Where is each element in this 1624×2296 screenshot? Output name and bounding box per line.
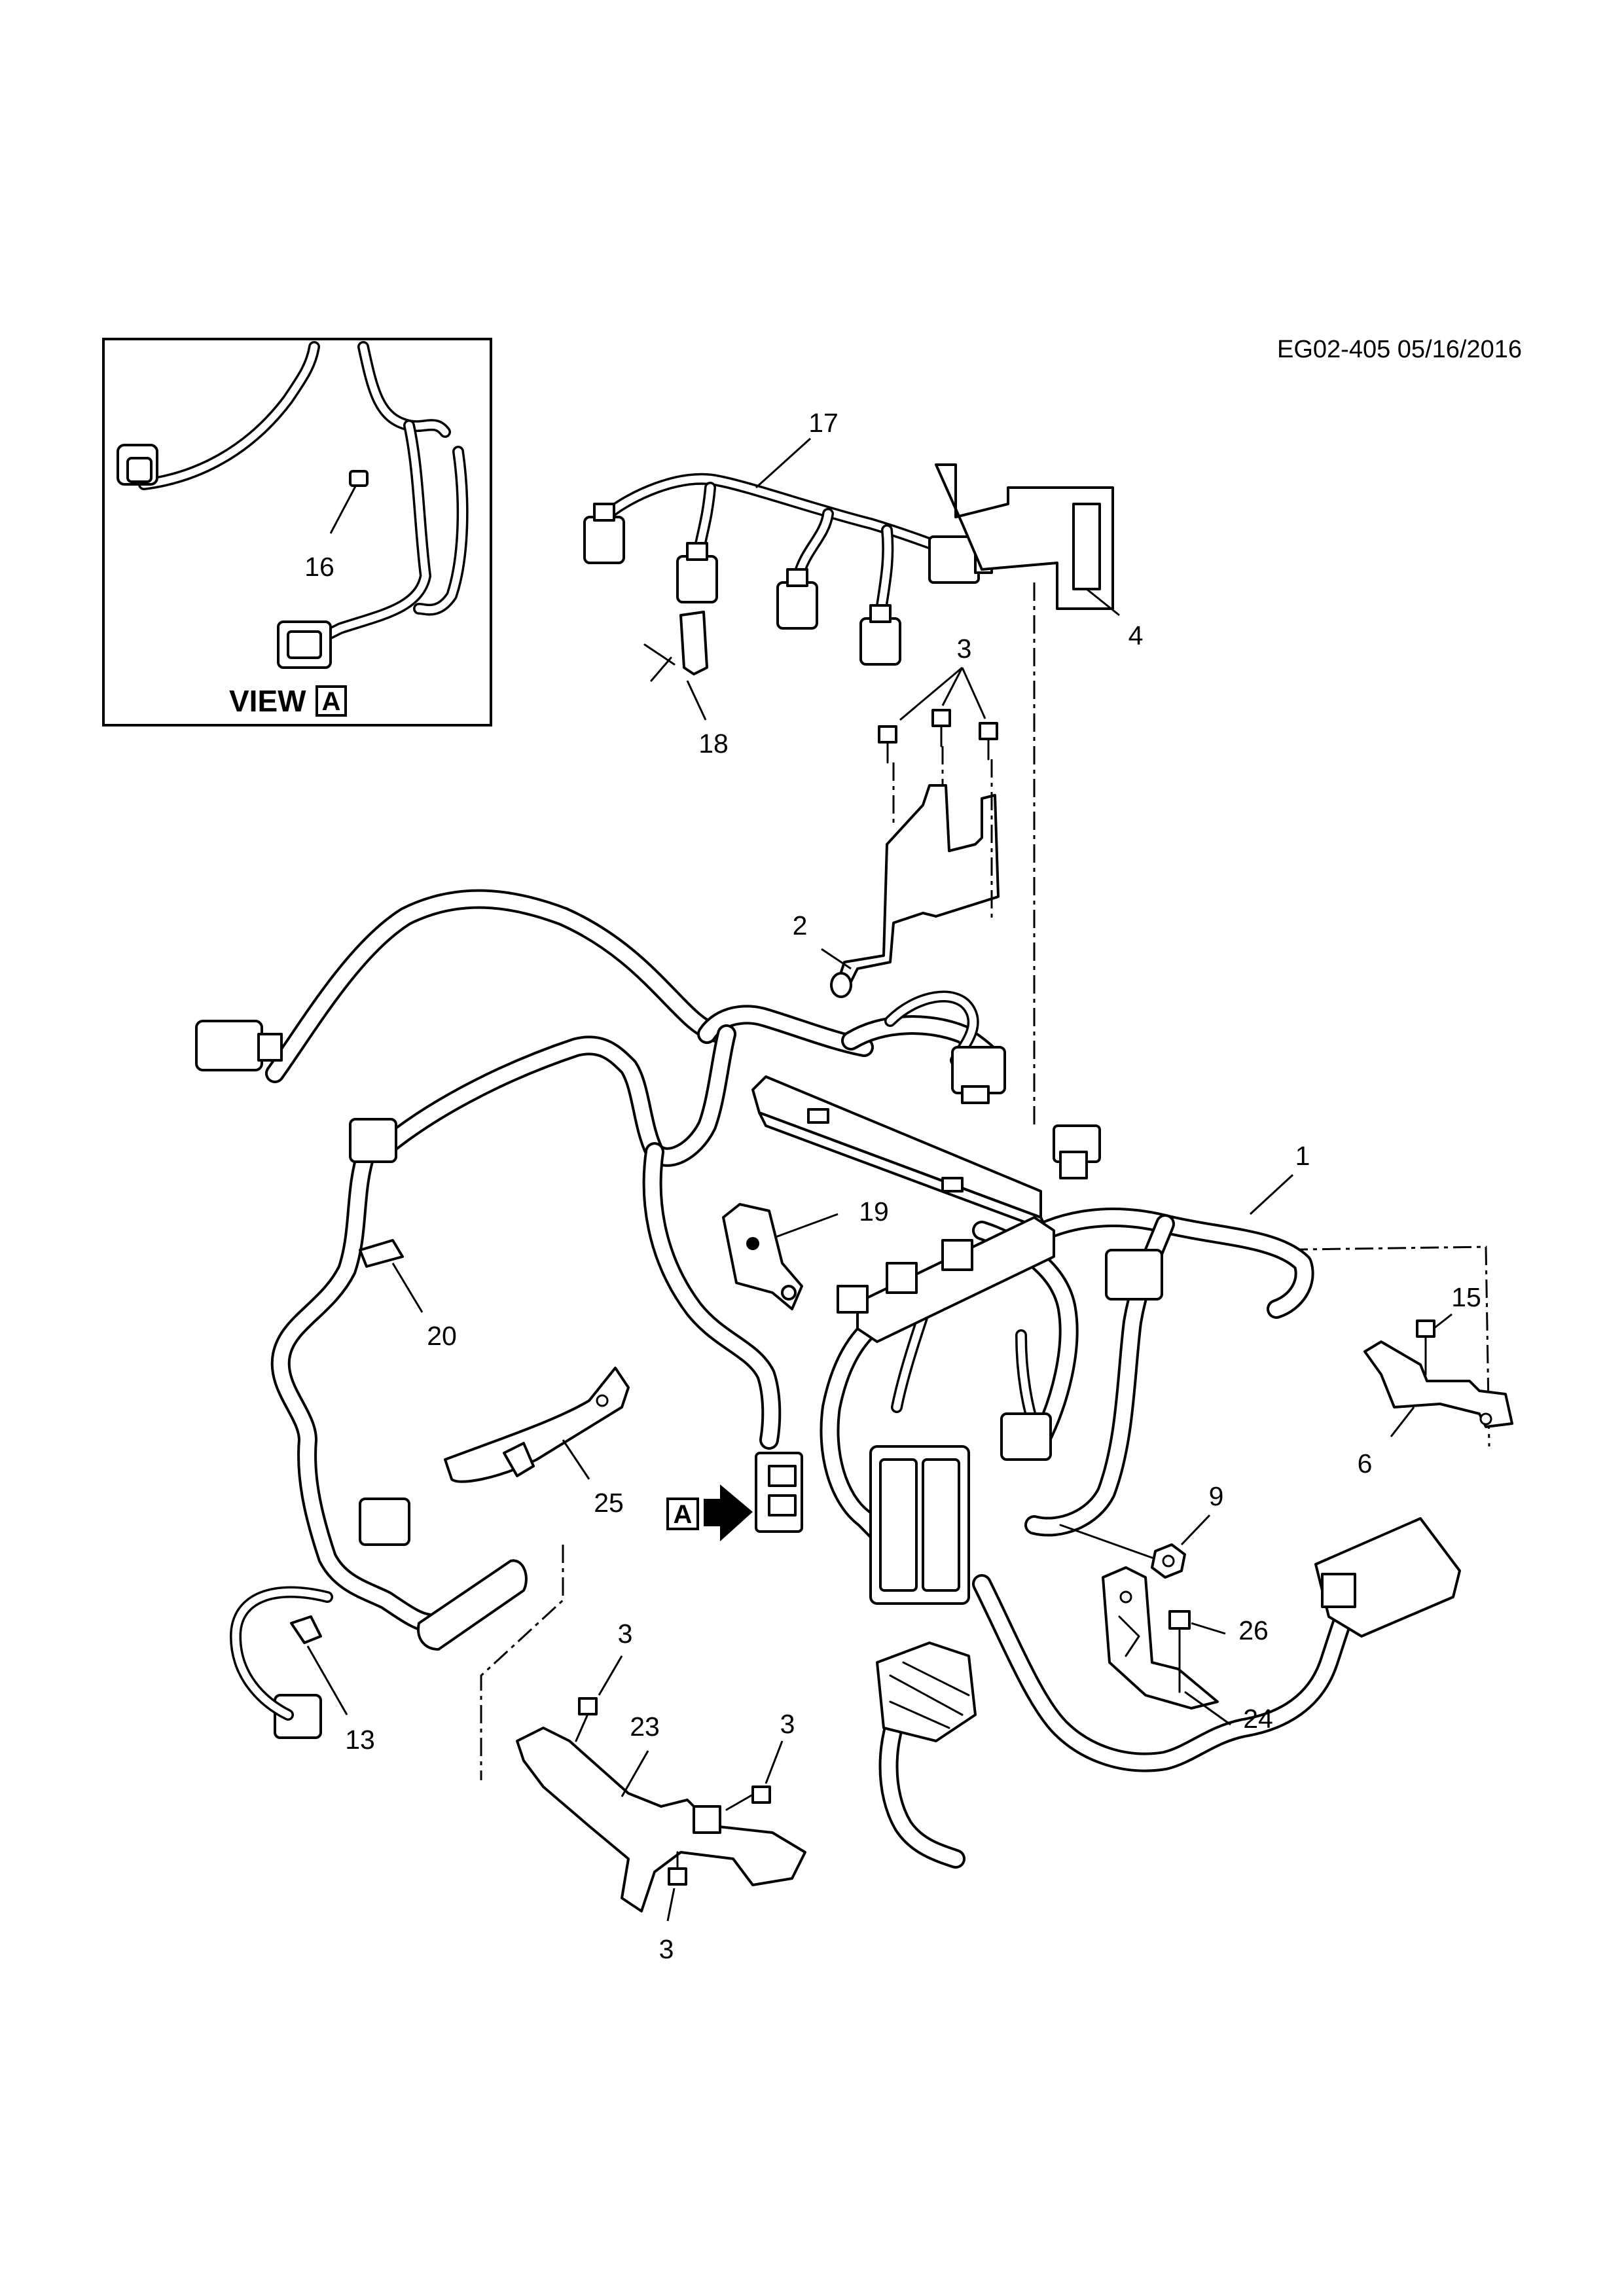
callout-18-leader [686,680,707,721]
fuel-rail-block [751,1075,1049,1232]
callout-3c-leader [765,1740,784,1784]
callout-9-leader [1180,1514,1211,1546]
bracket-18 [643,611,708,682]
callout-3b-leader [598,1655,623,1696]
inset-clip-16 [349,470,369,487]
shield-25 [444,1367,630,1483]
callout-16-leader [329,486,357,534]
connector-upper-left [349,1118,397,1163]
connector-branch-13 [274,1694,322,1739]
callout-3a-leader-2 [941,667,964,706]
callout-23-leader [621,1750,649,1797]
callout-3a-leader-3 [961,667,986,719]
callout-6: 6 [1358,1448,1373,1479]
callout-25: 25 [594,1488,624,1518]
view-ref: A [322,687,341,716]
view-a-ref-box [666,1498,699,1530]
bracket-6 [1363,1340,1513,1428]
connector-mid-lower [1000,1412,1052,1461]
boot-cone [417,1559,528,1651]
view-ref-box [316,685,347,717]
view-a-arrow-shape [704,1484,753,1541]
callout-16: 16 [304,552,334,582]
inset-connector-bottom [277,620,332,669]
branch-13 [230,1586,333,1721]
bracket-19 [722,1203,803,1310]
callout-3c: 3 [780,1709,795,1739]
callout-26-leader [1191,1622,1226,1635]
callout-19-leader [775,1213,839,1238]
inset-harness [138,341,469,644]
view-a-arrow: A [666,1484,753,1541]
alignment-lines [480,583,1490,1780]
callout-25-leader [562,1439,590,1480]
connector-lower-right-block [1314,1517,1461,1638]
bolt-26 [1168,1610,1191,1693]
callout-26: 26 [1238,1615,1269,1645]
injector-connector-2 [676,542,718,603]
connector-upper-right [951,1046,1006,1104]
grommet-connector [876,1641,977,1742]
injector-harness-17 [583,473,993,666]
callout-2-leader [821,948,852,970]
fuse-relay-box [869,1445,970,1605]
callout-1: 1 [1295,1141,1310,1171]
connector-mid-right [1105,1249,1163,1300]
view-label: VIEW [229,684,306,718]
injector-connector-1 [583,503,625,564]
bracket-24 [1102,1566,1219,1710]
callout-3d-leader [666,1888,676,1922]
callout-3a-leader-1 [899,666,963,721]
callout-13-leader [306,1645,348,1715]
callout-17: 17 [808,408,839,438]
inset-view-a: 16 VIEW A [102,338,492,726]
callout-19: 19 [859,1196,889,1227]
callout-23: 23 [630,1712,660,1742]
connector-lower-left [359,1498,410,1546]
nut-9-stud [1059,1524,1153,1559]
bolts-3-upper [878,709,998,764]
callout-24-leader [1184,1691,1231,1726]
callout-1-leader [1249,1174,1294,1215]
nut-9 [1151,1543,1186,1579]
callout-3d: 3 [659,1934,674,1964]
injector-connector-4 [859,604,901,666]
bracket-4 [935,463,1114,610]
diagram-code: EG02-405 05/16/2016 [1277,336,1522,363]
callout-9: 9 [1209,1481,1224,1511]
control-module [837,1216,1055,1343]
callout-17-leader [755,437,812,489]
inset-connector-left [117,444,158,486]
callout-20: 20 [427,1321,457,1351]
callout-24: 24 [1243,1704,1273,1734]
callout-4: 4 [1128,620,1144,651]
callout-18: 18 [698,728,729,759]
callout-3b: 3 [618,1619,633,1649]
callout-3a: 3 [957,634,972,664]
connector-left-end [195,1020,283,1071]
main-harness-1 [265,889,1371,1869]
callout-4-leader [1086,588,1120,617]
callout-20-leader [391,1263,424,1313]
callout-15: 15 [1451,1282,1481,1312]
callout-13: 13 [345,1725,375,1755]
left-side-connector-stack [755,1452,803,1533]
view-a-ref: A [674,1500,693,1529]
bolts-3-lower [575,1697,771,1886]
sensor-bracket [1053,1124,1101,1179]
callout-15-leader [1433,1313,1453,1330]
callout-6-leader [1390,1407,1415,1437]
injector-connector-3 [776,568,818,630]
bracket-2 [830,784,1000,998]
clip-20 [359,1239,404,1268]
bracket-23 [516,1727,806,1912]
callout-2: 2 [793,910,808,941]
